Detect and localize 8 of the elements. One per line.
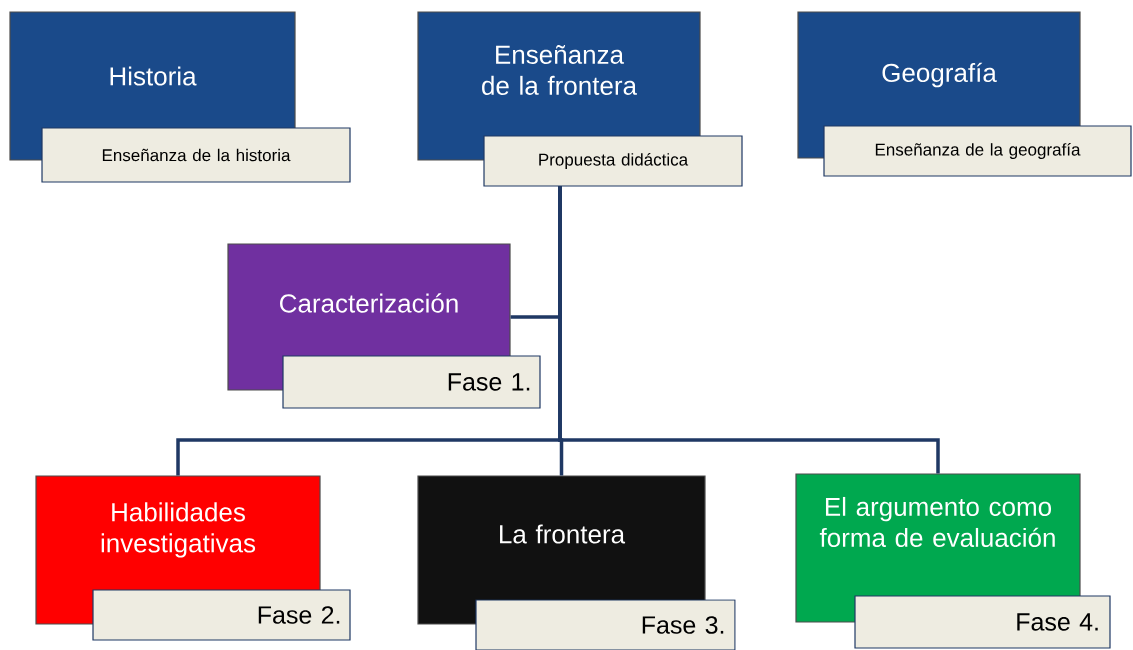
label-box: Propuesta didáctica bbox=[483, 135, 743, 187]
label-box: Fase 3. bbox=[475, 599, 736, 650]
label-box: Fase 2. bbox=[92, 589, 351, 641]
label-box: Enseñanza de la geografía bbox=[823, 125, 1132, 177]
label-box: Fase 4. bbox=[854, 595, 1111, 649]
label-box: Enseñanza de la historia bbox=[41, 127, 351, 183]
label-box: Fase 1. bbox=[282, 355, 541, 409]
connector-line bbox=[558, 186, 940, 474]
